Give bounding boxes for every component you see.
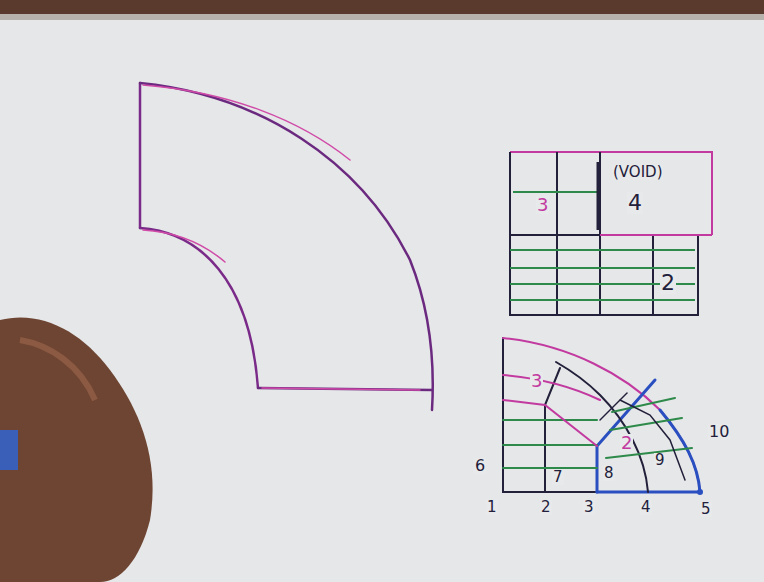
mesh-label: 2: [620, 434, 633, 452]
mesh-label: (VOID): [612, 165, 663, 180]
mapped-mesh: [503, 338, 703, 495]
mesh-label: 3: [530, 372, 543, 390]
annulus-outline: [140, 83, 433, 410]
mesh-label: 5: [700, 502, 712, 517]
mesh-label: 6: [474, 458, 486, 474]
mesh-label: 2: [540, 500, 552, 515]
top-edge: [0, 0, 764, 14]
mesh-label: 4: [627, 192, 643, 214]
mesh-label: 2: [660, 272, 676, 294]
paper-shadow: [0, 14, 764, 20]
marker: [0, 430, 18, 470]
mesh-label: 1: [486, 500, 498, 515]
mesh-label: 9: [654, 453, 666, 468]
mesh-label: 3: [536, 196, 549, 214]
mesh-label: 3: [583, 500, 595, 515]
mesh-label: 10: [708, 424, 730, 440]
hand-finger: [20, 340, 95, 400]
mesh-label: 8: [603, 466, 615, 481]
mesh-label: 7: [552, 470, 564, 485]
hand: [0, 317, 153, 582]
mesh-label: 4: [640, 500, 652, 515]
block-grid: [510, 152, 712, 315]
